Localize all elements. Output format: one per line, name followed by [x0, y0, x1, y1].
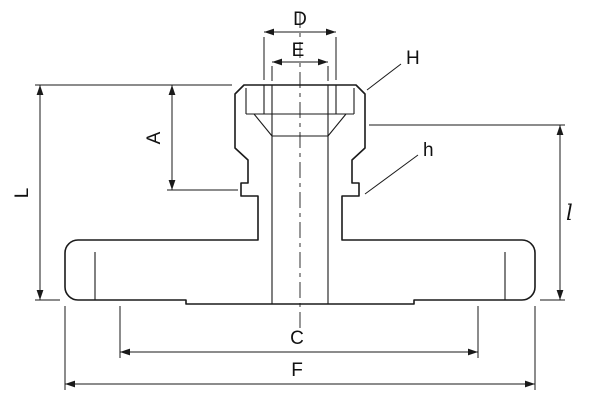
leader-h: h [364, 140, 434, 195]
dimension-D: D [263, 9, 337, 80]
label-E: E [292, 40, 305, 61]
label-F: F [291, 360, 303, 381]
label-l: l [566, 201, 573, 225]
dimension-F: F [64, 306, 536, 390]
label-C: C [290, 328, 304, 349]
part-outline [64, 84, 536, 305]
dimension-L: L [12, 84, 232, 301]
leader-H: H [366, 48, 420, 91]
seat-cone-left [253, 113, 273, 137]
dimension-A: A [144, 85, 238, 191]
dimension-C: C [119, 306, 479, 358]
label-D: D [293, 9, 307, 30]
part-inner-lines [245, 85, 355, 304]
label-L: L [12, 188, 33, 199]
label-H: H [406, 48, 420, 69]
part-body-outline [64, 84, 536, 305]
label-h: h [423, 140, 434, 161]
dimension-E: E [271, 40, 329, 81]
dimension-l: l [369, 124, 573, 301]
label-A: A [144, 131, 165, 144]
seat-cone-right [327, 113, 347, 137]
